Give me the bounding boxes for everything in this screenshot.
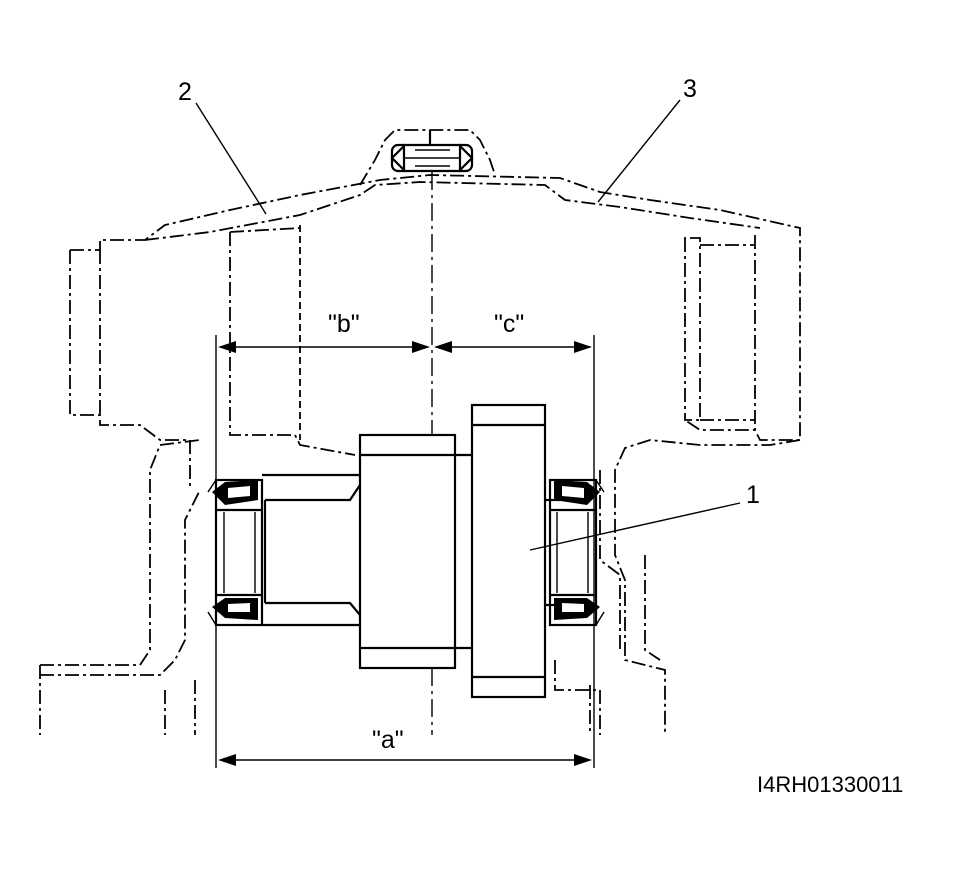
callout-1: 1 [746,481,760,509]
breather-plug [359,129,496,186]
right-bearing [548,478,605,627]
dimension-a-label: "a" [372,726,404,754]
figure-code: I4RH01330011 [757,772,903,797]
dimension-lines [215,335,595,768]
left-bearing [207,478,264,627]
dimension-b-label: "b" [328,310,360,338]
callout-2: 2 [178,78,192,106]
housing-outline [39,174,801,735]
shaft-assembly [262,403,560,699]
dimension-c-label: "c" [494,310,524,338]
callout-3: 3 [683,75,697,103]
leader-lines [195,99,741,551]
